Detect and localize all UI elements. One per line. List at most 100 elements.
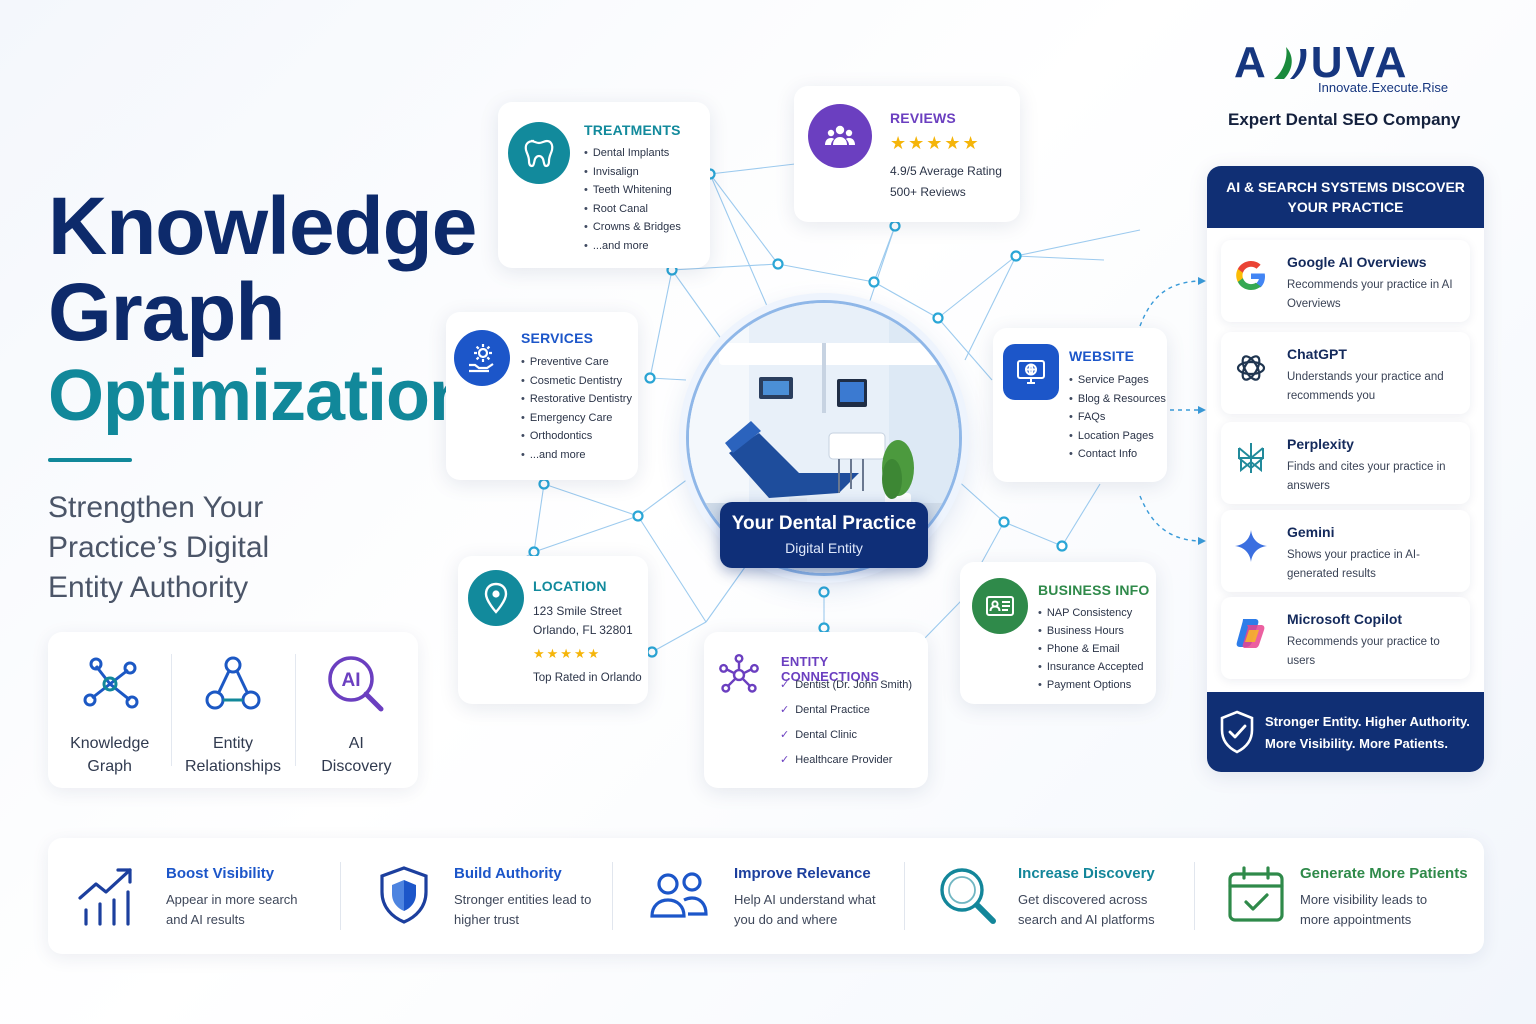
entity-item: ✓ Dental Clinic: [780, 728, 912, 753]
address-street: 123 Smile Street: [533, 604, 622, 618]
list-item: Restorative Dentistry: [521, 390, 632, 409]
list-item: ...and more: [584, 237, 681, 256]
rating-value: 4.9/5 Average Rating: [890, 164, 1002, 178]
list-item: NAP Consistency: [1038, 604, 1143, 622]
users-icon: [650, 872, 708, 918]
list-item: Orthodontics: [521, 427, 632, 446]
monitor-globe-icon: [1003, 344, 1059, 400]
center-title: Your Dental Practice: [731, 513, 917, 534]
card-title: REVIEWS: [890, 110, 956, 126]
check-circle-icon: ✓: [780, 704, 790, 716]
card-title: LOCATION: [533, 578, 607, 594]
check-circle-icon: ✓: [780, 754, 790, 766]
ai-item-desc: Understands your practice and recommends…: [1287, 371, 1444, 402]
benefit-increase-discovery: Increase Discovery Get discovered across…: [936, 838, 1206, 954]
card-title: ENTITY CONNECTIONS: [781, 654, 880, 684]
feature-label-line-2: Discovery: [321, 758, 392, 775]
benefit-desc: Get discovered across search and AI plat…: [1018, 892, 1155, 927]
benefit-build-authority: Build Authority Stronger entities lead t…: [374, 838, 624, 954]
brand-name-right: UVA: [1310, 38, 1410, 87]
card-title: WEBSITE: [1069, 348, 1135, 364]
brand-swoosh-icon: [1273, 47, 1307, 79]
list-item: Invisalign: [584, 163, 681, 182]
ai-item-desc: Finds and cites your practice in answers: [1287, 461, 1446, 492]
benefit-desc: Stronger entities lead to higher trust: [454, 892, 592, 927]
benefit-title: Boost Visibility: [166, 865, 275, 882]
id-card-icon: [972, 578, 1028, 634]
ai-heading-line-1: AI & SEARCH SYSTEMS DISCOVER: [1226, 179, 1465, 195]
divider: [340, 862, 341, 930]
ai-item-google: Google AI Overviews Recommends your prac…: [1221, 240, 1470, 322]
list-item: Crowns & Bridges: [584, 218, 681, 237]
map-pin-icon: [468, 570, 524, 626]
shield-check-icon: [1220, 710, 1254, 754]
hero-subtitle-line-3: Entity Authority: [48, 571, 249, 604]
brand-tagline: Innovate.Execute.Rise: [1318, 80, 1449, 95]
card-entity-connections: ENTITY CONNECTIONS ✓Dentist (Dr. John Sm…: [704, 632, 928, 788]
benefit-desc: Appear in more search and AI results: [166, 892, 298, 927]
tooth-icon: [508, 122, 570, 184]
copilot-icon: [1236, 619, 1265, 648]
entity-list: ✓Dentist (Dr. John Smith) ✓Dental Practi…: [780, 678, 912, 778]
location-stars: ★★★★★: [533, 646, 602, 661]
benefit-desc: More visibility leads to more appointmen…: [1300, 892, 1428, 927]
card-title: BUSINESS INFO: [1038, 582, 1150, 598]
benefit-title: Increase Discovery: [1018, 865, 1155, 882]
growth-chart-icon: [78, 868, 132, 926]
entity-item: ✓ Dental Practice: [780, 703, 912, 728]
list-item: Teeth Whitening: [584, 181, 681, 200]
ai-heading-line-2: YOUR PRACTICE: [1287, 199, 1404, 215]
benefit-title: Build Authority: [454, 865, 562, 882]
ai-systems-panel: AI & SEARCH SYSTEMS DISCOVER YOUR PRACTI…: [1207, 166, 1484, 772]
rating-stars: ★★★★★: [890, 133, 981, 153]
hero-subtitle-line-1: Strengthen Your: [48, 491, 264, 524]
card-treatments: TREATMENTS Dental Implants Invisalign Te…: [498, 102, 710, 268]
calendar-check-icon: [1228, 866, 1284, 922]
benefit-title: Generate More Patients: [1300, 865, 1468, 882]
hero-title-line-2: Graph: [48, 267, 285, 358]
hero-title-line-3: Optimization: [48, 356, 473, 436]
check-circle-icon: ✓: [780, 729, 790, 741]
ai-item-name: Google AI Overviews: [1287, 254, 1427, 270]
feature-label-line-1: Entity: [212, 735, 253, 752]
ai-item-name: Microsoft Copilot: [1287, 611, 1403, 627]
hero-subtitle-line-2: Practice’s Digital: [48, 531, 270, 564]
ai-item-gemini: Gemini Shows your practice in AI-generat…: [1221, 510, 1470, 592]
perplexity-icon: [1238, 443, 1264, 473]
ai-footer-text: Stronger Entity. Higher Authority. More …: [1265, 711, 1470, 755]
entity-label: Dental Practice: [795, 704, 870, 716]
list-item: Location Pages: [1069, 427, 1166, 446]
card-title: SERVICES: [521, 330, 594, 346]
list-item: Emergency Care: [521, 409, 632, 428]
ai-item-name: Gemini: [1287, 524, 1335, 540]
brand-subtitle: Expert Dental SEO Company: [1228, 110, 1461, 129]
list-item: Blog & Resources: [1069, 390, 1166, 409]
divider: [1194, 862, 1195, 930]
card-business-info: BUSINESS INFO NAP Consistency Business H…: [960, 562, 1156, 704]
list-item: Insurance Accepted: [1038, 658, 1144, 676]
gemini-sparkle-icon: [1235, 530, 1267, 562]
ai-panel-heading: AI & SEARCH SYSTEMS DISCOVER YOUR PRACTI…: [1207, 166, 1484, 228]
ai-item-desc: Recommends your practice to users: [1287, 636, 1440, 667]
hub-nodes-icon: [710, 646, 768, 704]
ai-footer-line-2: More Visibility. More Patients.: [1265, 736, 1449, 751]
feature-label-line-2: Graph: [87, 758, 132, 775]
benefit-improve-relevance: Improve Relevance Help AI understand wha…: [648, 838, 908, 954]
center-entity-badge: Your Dental Practice Digital Entity: [720, 502, 928, 568]
ai-item-perplexity: Perplexity Finds and cites your practice…: [1221, 422, 1470, 504]
ai-footer-line-1: Stronger Entity. Higher Authority.: [1265, 714, 1470, 729]
divider: [612, 862, 613, 930]
center-subtitle: Digital Entity: [785, 540, 863, 556]
entity-item: ✓Healthcare Provider: [780, 753, 912, 778]
gear-hand-icon: [454, 330, 510, 386]
benefit-boost-visibility: Boost Visibility Appear in more search a…: [76, 838, 346, 954]
card-location: LOCATION 123 Smile Street Orlando, FL 32…: [458, 556, 648, 704]
feature-label-line-1: Knowledge: [70, 735, 150, 752]
ai-item-desc: Recommends your practice in AI Overviews: [1287, 279, 1453, 310]
list-item: Preventive Care: [521, 353, 632, 372]
ai-search-icon: AI: [328, 656, 384, 712]
location-note: Top Rated in Orlando: [533, 672, 642, 684]
entity-label: Dental Clinic: [795, 729, 857, 741]
